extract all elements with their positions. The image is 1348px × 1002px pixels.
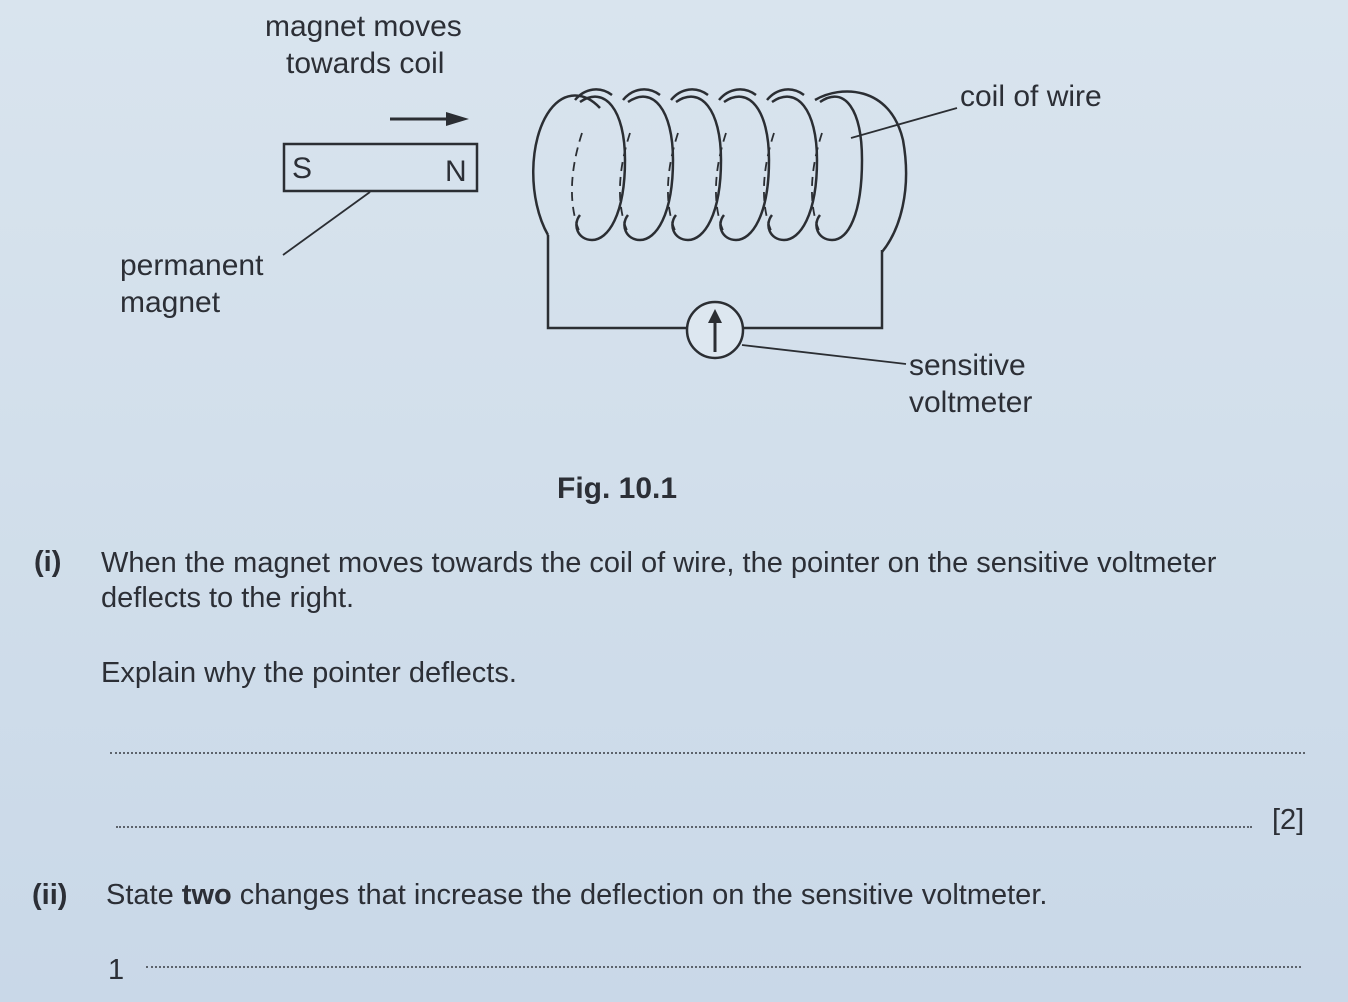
magnet-leader-line <box>282 191 371 256</box>
question-ii-text-after: changes that increase the deflection on … <box>231 879 1048 911</box>
figure-caption: Fig. 10.1 <box>557 472 678 505</box>
answer-line-ii-1[interactable] <box>146 966 1301 968</box>
coil-of-wire <box>532 88 908 253</box>
answer-line-2[interactable] <box>116 826 1252 828</box>
voltmeter-label-line1: sensitive <box>909 349 1026 382</box>
question-i-prompt: Explain why the pointer deflects. <box>101 657 517 689</box>
question-i-number: (i) <box>34 546 62 578</box>
coil-leader-line <box>850 107 958 139</box>
circuit-diagram <box>282 88 958 365</box>
answer-line-1[interactable] <box>110 752 1305 754</box>
circuit-wires <box>546 235 884 330</box>
motion-arrow <box>390 112 469 126</box>
south-pole-label: S <box>292 152 313 185</box>
magnet-label-line1: permanent <box>120 249 264 282</box>
coil-label: coil of wire <box>960 80 1102 113</box>
motion-label-line1: magnet moves <box>265 10 462 43</box>
question-ii-text: State two changes that increase the defl… <box>106 878 1047 913</box>
magnet-label-line2: magnet <box>120 286 221 319</box>
question-i-text-line2: deflects to the right. <box>101 582 355 614</box>
motion-label-line2: towards coil <box>286 47 445 80</box>
answer-number-1: 1 <box>108 954 125 986</box>
marks-label: [2] <box>1272 804 1305 836</box>
permanent-magnet <box>282 142 479 193</box>
question-i-text-line1: When the magnet moves towards the coil o… <box>101 547 1217 579</box>
voltmeter-label-line2: voltmeter <box>909 386 1033 419</box>
north-pole-label: N <box>445 155 467 188</box>
voltmeter <box>685 300 745 360</box>
question-ii-text-bold: two <box>181 879 232 911</box>
question-ii-text-before: State <box>106 879 182 911</box>
voltmeter-leader-line <box>741 344 907 365</box>
question-ii-number: (ii) <box>32 879 68 911</box>
